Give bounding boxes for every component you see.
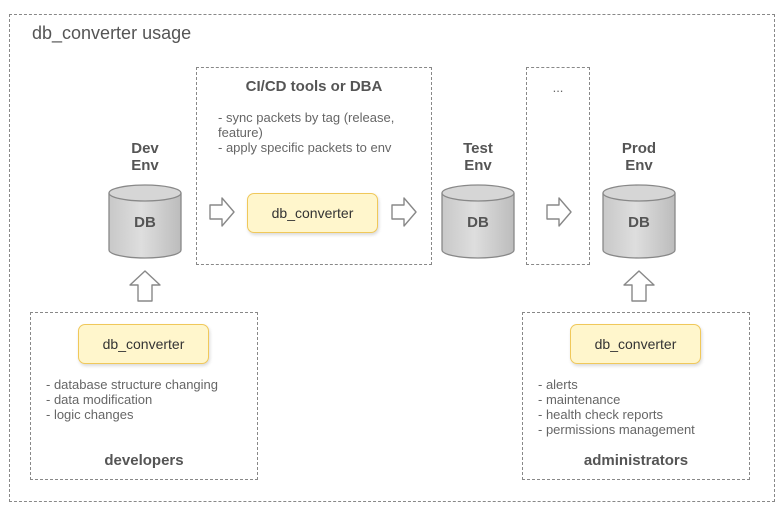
arrow-up-icon <box>623 270 655 302</box>
prod-env-label-line1: Prod <box>621 140 657 157</box>
ellipsis-box <box>526 67 590 265</box>
cicd-note-2: feature) <box>218 125 263 140</box>
database-icon <box>441 184 515 259</box>
developers-role-label: developers <box>104 452 184 469</box>
prod-db-label: DB <box>628 214 650 231</box>
diagram-title: db_converter usage <box>32 23 192 43</box>
dev-env-label-line2: Env <box>131 157 159 174</box>
administrators-notes: - alerts - maintenance - health check re… <box>538 377 695 437</box>
test-env-label-line2: Env <box>464 157 492 174</box>
prod-env-label-line2: Env <box>625 157 653 174</box>
administrators-note-3: - health check reports <box>538 407 664 422</box>
test-db-label: DB <box>467 214 489 231</box>
test-env-label: Test Env <box>441 140 515 174</box>
cicd-note-1: - sync packets by tag (release, <box>218 110 395 125</box>
cicd-header: CI/CD tools or DBA <box>245 78 383 95</box>
database-icon <box>108 184 182 259</box>
cicd-note-3: - apply specific packets to env <box>218 140 392 155</box>
prod-db-cylinder: DB <box>602 184 676 260</box>
outer-frame <box>9 14 775 502</box>
dev-db-label: DB <box>134 214 156 231</box>
administrators-box <box>522 312 750 480</box>
arrow-up-icon <box>129 270 161 302</box>
developers-notes: - database structure changing - data mod… <box>46 377 218 422</box>
dev-db-cylinder: DB <box>108 184 182 260</box>
developers-note-1: - database structure changing <box>46 377 218 392</box>
developers-note-3: - logic changes <box>46 407 134 422</box>
administrators-db-converter-chip: db_converter <box>570 324 701 364</box>
arrow-right-icon <box>391 197 417 227</box>
test-db-cylinder: DB <box>441 184 515 260</box>
prod-env-label: Prod Env <box>602 140 676 174</box>
developers-box <box>30 312 258 480</box>
administrators-note-2: - maintenance <box>538 392 621 407</box>
cicd-db-converter-chip: db_converter <box>247 193 378 233</box>
ellipsis-text: ... <box>552 80 564 95</box>
administrators-note-4: - permissions management <box>538 422 695 437</box>
dev-env-label-line1: Dev <box>131 140 159 157</box>
arrow-right-icon <box>209 197 235 227</box>
arrow-right-icon <box>546 197 572 227</box>
administrators-note-1: - alerts <box>538 377 578 392</box>
developers-note-2: - data modification <box>46 392 153 407</box>
database-icon <box>602 184 676 259</box>
cicd-notes: - sync packets by tag (release, feature)… <box>218 110 394 155</box>
test-env-label-line1: Test <box>463 140 493 157</box>
developers-db-converter-chip: db_converter <box>78 324 209 364</box>
administrators-role-label: administrators <box>583 452 689 469</box>
cicd-box <box>196 67 432 265</box>
dev-env-label: Dev Env <box>108 140 182 174</box>
